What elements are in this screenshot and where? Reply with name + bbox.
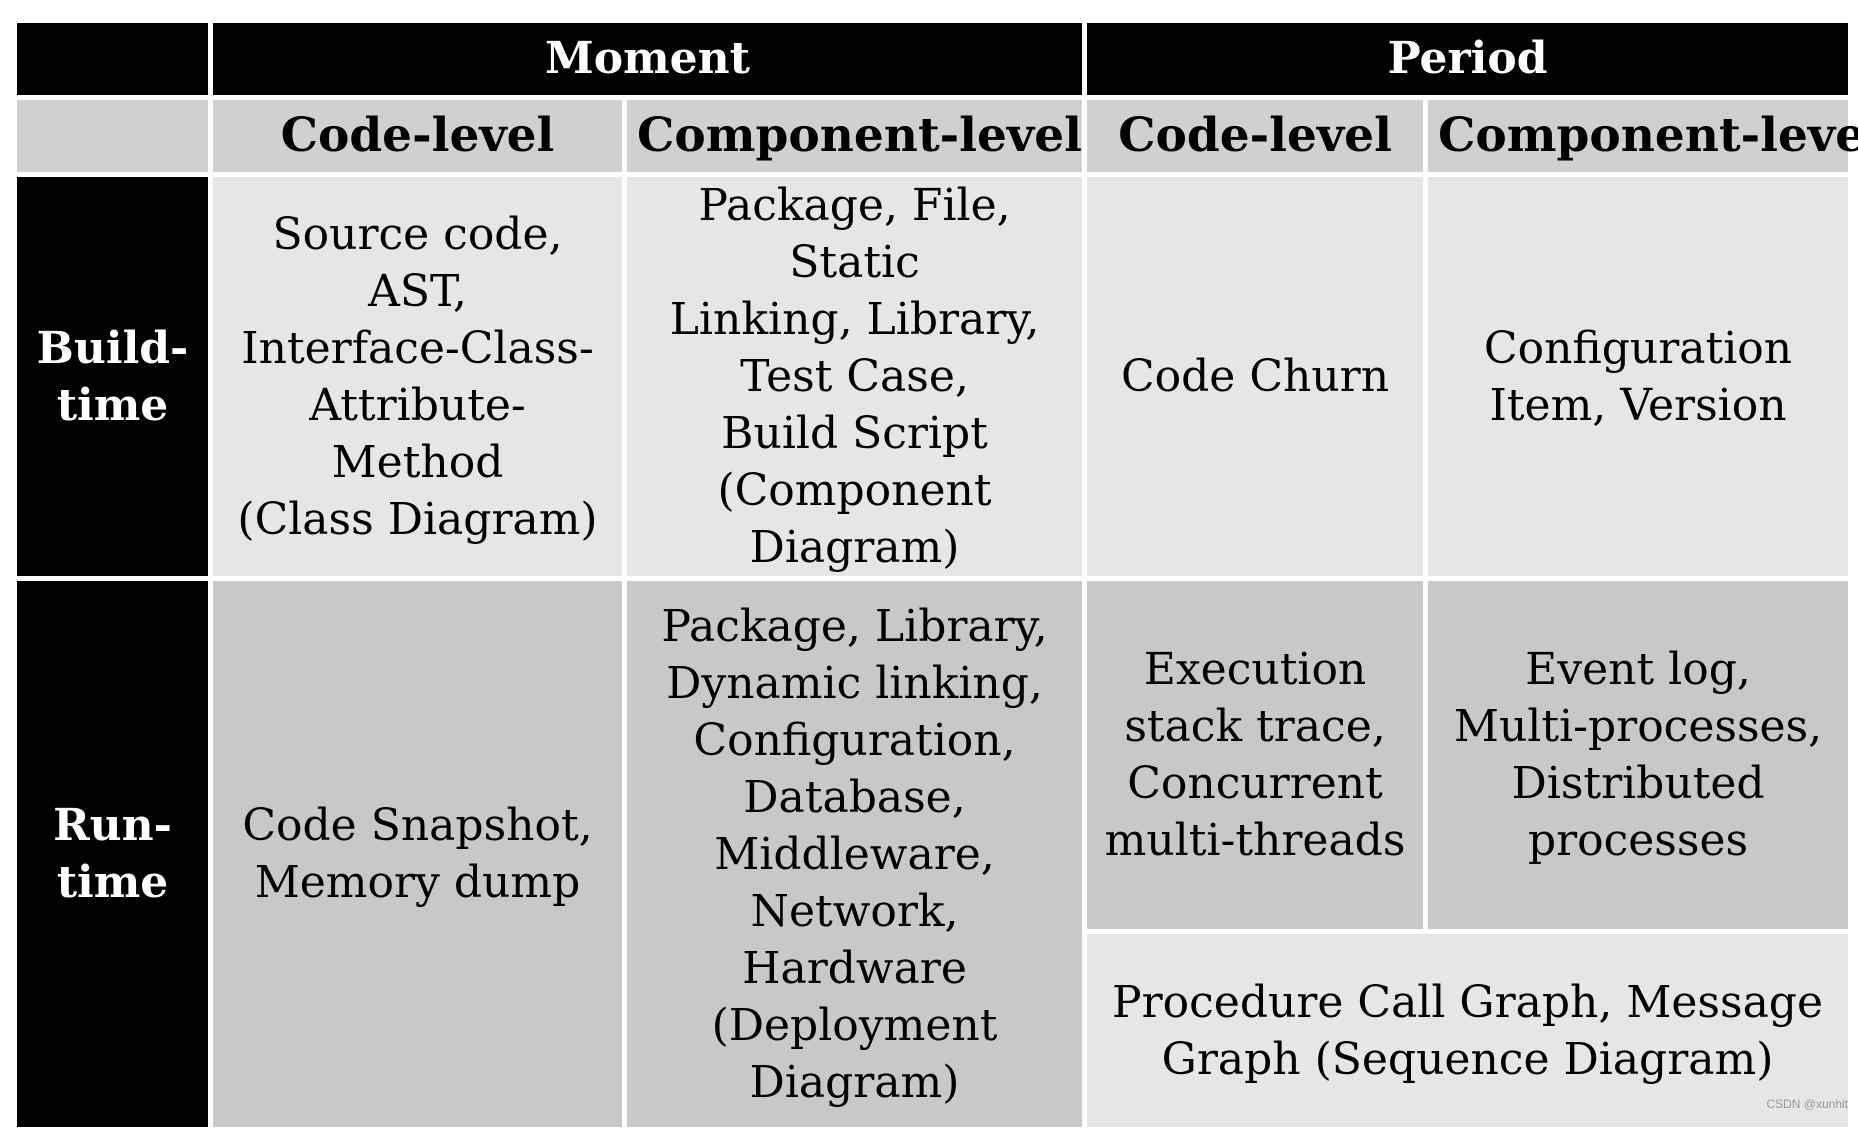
run-time-label: Run- time	[12, 576, 213, 1132]
top-header-row: Moment Period	[12, 18, 1854, 100]
build-time-moment-component-cell: Package, File, Static Linking, Library, …	[621, 172, 1088, 581]
build-time-moment-code-cell: Source code, AST, Interface-Class- Attri…	[208, 172, 627, 581]
run-time-row-lower: Procedure Call Graph, Message Graph (Seq…	[15, 929, 1854, 1132]
period-code-level-header: Code-level	[1082, 95, 1429, 177]
architecture-views-table: Moment Period Code-level Component-level…	[12, 18, 1858, 1132]
build-time-row: Build- time Source code, AST, Interface-…	[12, 172, 1854, 581]
run-time-moment-component-cell: Package, Library, Dynamic linking, Confi…	[621, 576, 1088, 1132]
watermark-text: CSDN @xunhit	[1766, 1097, 1848, 1111]
build-time-label: Build- time	[12, 172, 213, 581]
build-time-period-component-cell: Configuration Item, Version	[1423, 172, 1854, 581]
moment-header: Moment	[207, 18, 1088, 100]
build-time-period-code-cell: Code Churn	[1082, 172, 1429, 581]
run-time-moment-code-cell: Code Snapshot, Memory dump	[208, 576, 627, 1132]
level-header-row: Code-level Component-level Code-level Co…	[12, 95, 1858, 177]
run-time-period-code-cell: Execution stack trace, Concurrent multi-…	[1082, 576, 1429, 934]
moment-code-level-header: Code-level	[208, 95, 627, 177]
run-time-period-graph-cell: Procedure Call Graph, Message Graph (Seq…	[1082, 929, 1854, 1132]
top-left-corner	[12, 18, 213, 100]
moment-component-level-header: Component-level	[621, 95, 1088, 177]
run-time-period-component-cell: Event log, Multi-processes, Distributed …	[1423, 576, 1854, 934]
period-component-level-header: Component-level	[1423, 95, 1858, 177]
period-header: Period	[1082, 18, 1854, 100]
level-corner	[12, 95, 213, 177]
run-time-row-upper: Run- time Code Snapshot, Memory dump Pac…	[12, 576, 1854, 1132]
